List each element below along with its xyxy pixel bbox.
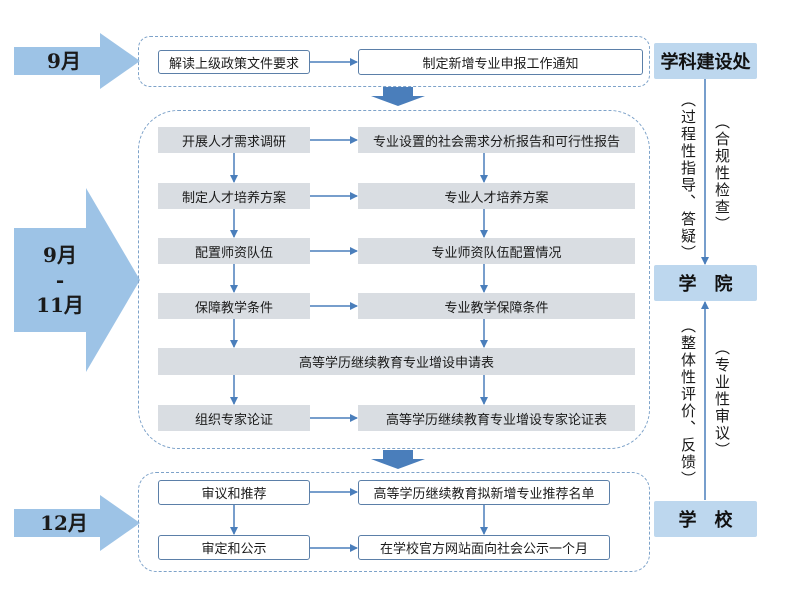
review-recommend-box: 审议和推荐 [158,480,310,505]
college-box: 学 院 [654,265,757,301]
teaching-conditions-box: 保障教学条件 [158,293,310,319]
month-arrow-sept [14,33,140,89]
faculty-allocation-status-box: 专业师资队伍配置情况 [358,238,635,264]
talent-demand-research-box: 开展人才需求调研 [158,127,310,153]
teaching-support-box: 专业教学保障条件 [358,293,635,319]
month-label-start: 9月 [43,242,77,267]
public-notice-box: 在学校官方网站面向社会公示一个月 [358,535,610,560]
overall-evaluation-note: （整体性评价、反馈） [679,318,697,488]
major-review-note: （专业性审议） [713,340,731,459]
approve-publicize-box: 审定和公示 [158,535,310,560]
application-form-box: 高等学历继续教育专业增设申请表 [158,348,635,375]
month-arrow-dec [14,495,140,551]
expert-review-form-box: 高等学历继续教育专业增设专家论证表 [358,405,635,431]
compliance-check-note: （合规性检查） [713,114,731,233]
training-plan-box: 制定人才培养方案 [158,183,310,209]
stage-down-arrow-2 [371,450,425,469]
stage-1-panel [138,36,650,87]
stage-3-panel [138,472,650,572]
stage-down-arrow-1 [371,87,425,106]
month-arrow-sept-nov [14,188,140,372]
recommendation-list-box: 高等学历继续教育拟新增专业推荐名单 [358,480,610,505]
month-label-dec: 12月 [40,510,88,535]
month-label-sept-nov: 9月 - 11月 [14,228,106,332]
discipline-office-box: 学科建设处 [654,43,757,79]
expert-review-box: 组织专家论证 [158,405,310,431]
process-guidance-note: （过程性指导、答疑） [679,92,697,262]
month-label-sept: 9月 [47,48,81,73]
month-label-end: 11月 [36,292,84,317]
demand-feasibility-report-box: 专业设置的社会需求分析报告和可行性报告 [358,127,635,153]
faculty-allocation-box: 配置师资队伍 [158,238,310,264]
month-label-dash: - [55,267,65,292]
school-box: 学 校 [654,501,757,537]
major-training-plan-box: 专业人才培养方案 [358,183,635,209]
interpret-policy-box: 解读上级政策文件要求 [158,50,310,74]
application-notice-box: 制定新增专业申报工作通知 [358,49,643,75]
stage-2-panel [138,110,650,449]
